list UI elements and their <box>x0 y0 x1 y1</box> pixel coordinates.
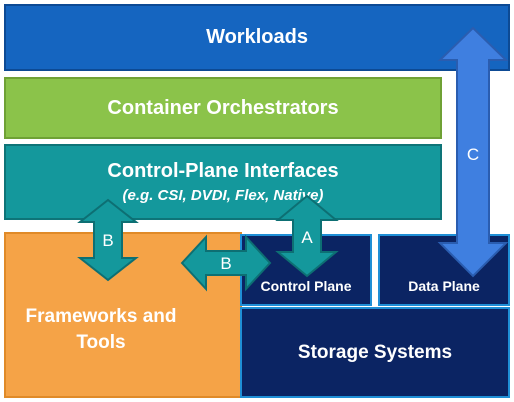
storage-systems-box: Storage Systems <box>240 307 510 398</box>
arrow-b-horizontal-label: B <box>220 254 231 273</box>
data-plane-label: Data Plane <box>408 278 480 294</box>
arrow-a-vertical-label: A <box>301 228 313 247</box>
workloads-layer: Workloads <box>4 4 510 71</box>
container-orchestrators-layer: Container Orchestrators <box>4 77 442 139</box>
frameworks-label-line2: Tools <box>76 332 126 353</box>
arrow-b-vertical-label: B <box>102 231 113 250</box>
control-plane-interfaces-title: Control-Plane Interfaces <box>107 160 339 182</box>
storage-systems-label: Storage Systems <box>297 341 453 363</box>
arrow-a-vertical <box>275 194 339 278</box>
container-orchestrators-label: Container Orchestrators <box>107 96 339 119</box>
control-plane-label: Control Plane <box>260 278 352 294</box>
arrow-c-vertical-label: C <box>467 145 479 164</box>
frameworks-label-line1: Frameworks and <box>25 306 177 327</box>
control-plane-interfaces-layer: Control-Plane Interfaces (e.g. CSI, DVDI… <box>4 144 442 220</box>
control-plane-interfaces-subtitle: (e.g. CSI, DVDI, Flex, Native) <box>122 187 324 204</box>
arrow-b-vertical <box>77 198 139 282</box>
arrow-b-horizontal <box>180 234 272 292</box>
workloads-label: Workloads <box>206 26 308 48</box>
arrow-c-vertical <box>437 26 509 278</box>
